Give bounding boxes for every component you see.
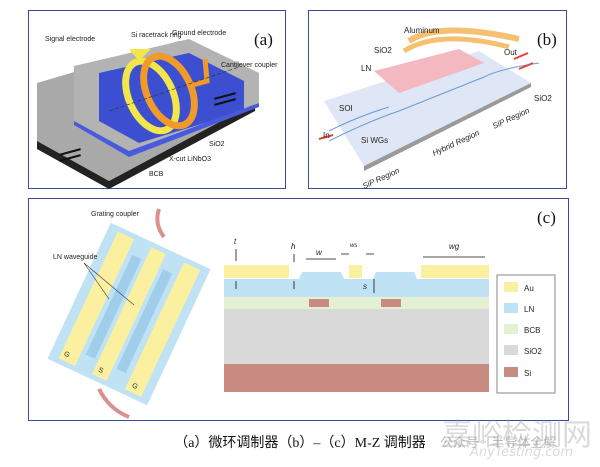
figure-caption: （a）微环调制器（b）–（c）M-Z 调制器 — [174, 436, 426, 451]
label-g-right: G — [131, 382, 139, 391]
legend-swatch-sio2 — [504, 345, 518, 355]
microring-diagram: Signal electrode Si racetrack ring Groun… — [37, 30, 278, 189]
label-cantilever-coupler: Cantilever coupler — [221, 62, 278, 69]
label-ground-electrode: Ground electrode — [172, 30, 226, 37]
watermark-url: AnyTesting.com — [470, 445, 574, 460]
label-in: In — [323, 131, 330, 140]
label-racetrack-ring: Si racetrack ring — [131, 32, 182, 39]
legend-swatch-ln — [504, 303, 518, 313]
label-ln: LN — [361, 64, 371, 73]
label-sip-region-right: SiP Region — [491, 106, 531, 131]
panel-tag-c: (c) — [537, 208, 556, 227]
label-out: Out — [504, 48, 518, 57]
label-sio2-right: SiO2 — [534, 94, 552, 103]
label-grating-coupler: Grating coupler — [91, 211, 140, 218]
legend-label-si: Si — [524, 369, 531, 378]
legend: Au LN BCB SiO2 Si — [496, 274, 556, 394]
label-ln-waveguide: LN waveguide — [53, 254, 97, 261]
label-xcut-linbo3: X-cut LiNbO3 — [169, 156, 211, 163]
dim-w: w — [316, 248, 323, 257]
legend-label-bcb: BCB — [524, 326, 540, 335]
legend-label-ln: LN — [524, 305, 534, 314]
watermark-account: 公众号 · 半导体全解 — [440, 436, 557, 451]
label-signal-electrode: Signal electrode — [45, 36, 95, 43]
mz-modulator-diagram: G S G Grating coupler LN waveguide t h w… — [47, 208, 556, 419]
hybrid-modulator-diagram: Aluminum SiO2 LN Out SiO2 SOI In Si WGs … — [318, 26, 557, 190]
legend-label-sio2: SiO2 — [524, 347, 542, 356]
dim-ws: ws — [350, 243, 357, 249]
label-s-center: S — [97, 367, 104, 375]
panel-c-mz-modulator: G S G Grating coupler LN waveguide t h w… — [28, 198, 569, 421]
label-soi: SOI — [339, 104, 353, 113]
label-aluminum: Aluminum — [404, 26, 440, 35]
watermark: 嘉峪检测网 — [442, 418, 592, 453]
dim-wg: wg — [449, 242, 460, 251]
label-si-wgs: Si WGs — [361, 136, 388, 145]
panel-tag-b: (b) — [537, 30, 557, 49]
panel-tag-a: (a) — [254, 30, 273, 49]
legend-swatch-au — [504, 282, 518, 292]
panel-b-hybrid-mz-modulator: Aluminum SiO2 LN Out SiO2 SOI In Si WGs … — [308, 10, 567, 190]
legend-swatch-bcb — [504, 324, 518, 334]
panel-a-microring-modulator: Signal electrode Si racetrack ring Groun… — [28, 10, 286, 189]
dim-s: s — [363, 282, 367, 291]
label-sio2-top: SiO2 — [374, 46, 392, 55]
legend-label-au: Au — [524, 284, 534, 293]
dim-h: h — [291, 242, 296, 251]
legend-swatch-si — [504, 367, 518, 377]
label-sio2: SiO2 — [209, 141, 225, 148]
dim-t: t — [234, 237, 237, 246]
label-bcb: BCB — [149, 171, 164, 178]
label-g-left: G — [63, 351, 71, 360]
